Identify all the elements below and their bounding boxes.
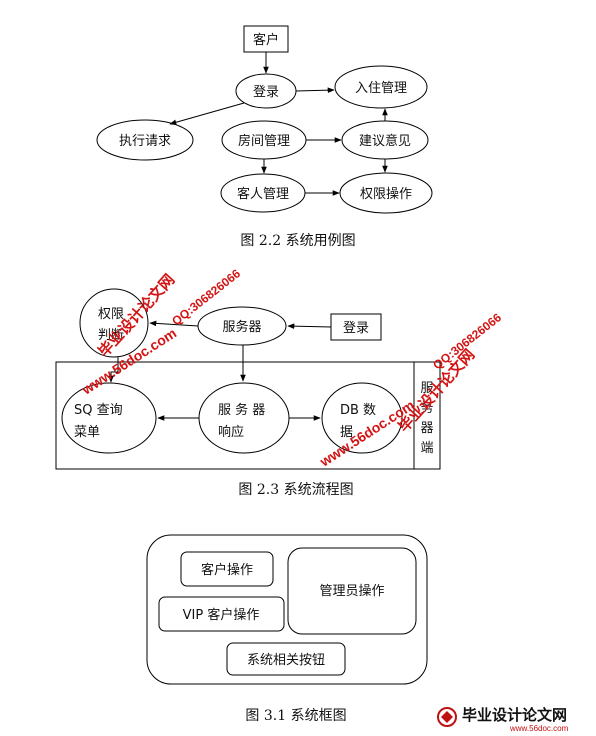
flow-diagram: 权限 判断 服务器 登录 SQ 查询 菜单 服 务 器 响应 DB 数 据 服 … (55, 288, 441, 498)
caption-3-1: 图 3.1 系统框图 (245, 708, 346, 724)
server-side-char-3: 器 (420, 421, 433, 436)
execute-request-label: 执行请求 (119, 134, 171, 149)
customer-op-box (180, 551, 274, 587)
customer-node (243, 25, 289, 53)
server-label: 服务器 (222, 319, 261, 335)
customer-op-label: 客户操作 (201, 562, 253, 578)
db-data-node (321, 382, 403, 454)
server-side-char-1: 服 (420, 381, 433, 396)
admin-op-box (287, 547, 417, 635)
customer-label: 客户 (253, 32, 279, 48)
server-response-node (198, 382, 290, 454)
server-side-frame (55, 361, 441, 470)
login-label: 登录 (253, 85, 279, 100)
server-side-char-2: 务 (420, 400, 433, 416)
server-side-char-4: 端 (420, 441, 433, 456)
execute-request-node (96, 119, 194, 161)
checkin-mgmt-label: 入住管理 (355, 81, 407, 96)
login-box-label: 登录 (343, 321, 369, 336)
use-case-diagram: 客户 登录 入住管理 执行请求 房间管理 建议意见 客人管理 权限操作 图 2.… (96, 25, 433, 249)
logo-brand-text: 毕业设计论文网 (462, 706, 567, 724)
guest-mgmt-label: 客人管理 (237, 186, 289, 202)
server-response-label-2: 响应 (218, 424, 244, 440)
permission-op-label: 权限操作 (360, 186, 412, 202)
logo-mark-inner-icon (441, 711, 453, 723)
system-buttons-box (226, 642, 346, 676)
system-frame-diagram: 客户操作 VIP 客户操作 管理员操作 系统相关按钮 图 3.1 系统框图 (146, 534, 428, 724)
edge-login-execute (169, 102, 245, 125)
edge-login-checkin (295, 87, 335, 93)
sq-query-node (61, 382, 157, 454)
sq-query-label-2: 菜单 (74, 425, 100, 440)
vip-op-box (158, 596, 285, 632)
db-data-label-2: 据 (340, 425, 353, 440)
permission-op-node (339, 172, 433, 214)
room-mgmt-label: 房间管理 (238, 133, 290, 149)
caption-2-3: 图 2.3 系统流程图 (238, 482, 353, 498)
edge-login-server (287, 323, 332, 329)
caption-2-2: 图 2.2 系统用例图 (240, 233, 355, 249)
permission-judge-label-2: 判断 (98, 328, 124, 343)
server-response-label-1: 服 务 器 (218, 402, 265, 418)
watermark-logo-bottom: 毕业设计论文网 www.56doc.com (437, 706, 569, 733)
admin-op-label: 管理员操作 (319, 583, 384, 599)
db-data-label-1: DB 数 (340, 403, 376, 418)
checkin-mgmt-node (334, 65, 428, 109)
logo-mark-icon (437, 707, 457, 727)
permission-judge-label-1: 权限 (98, 306, 124, 322)
permission-judge-node (79, 288, 149, 358)
logo-site-text: www.56doc.com (509, 724, 569, 733)
vip-op-label: VIP 客户操作 (183, 607, 260, 623)
sq-query-label-1: SQ 查询 (74, 403, 123, 418)
edge-server-permission (149, 320, 199, 327)
suggestion-label: 建议意见 (359, 133, 411, 149)
edge-permission-sq (108, 357, 119, 383)
system-buttons-label: 系统相关按钮 (247, 653, 325, 668)
